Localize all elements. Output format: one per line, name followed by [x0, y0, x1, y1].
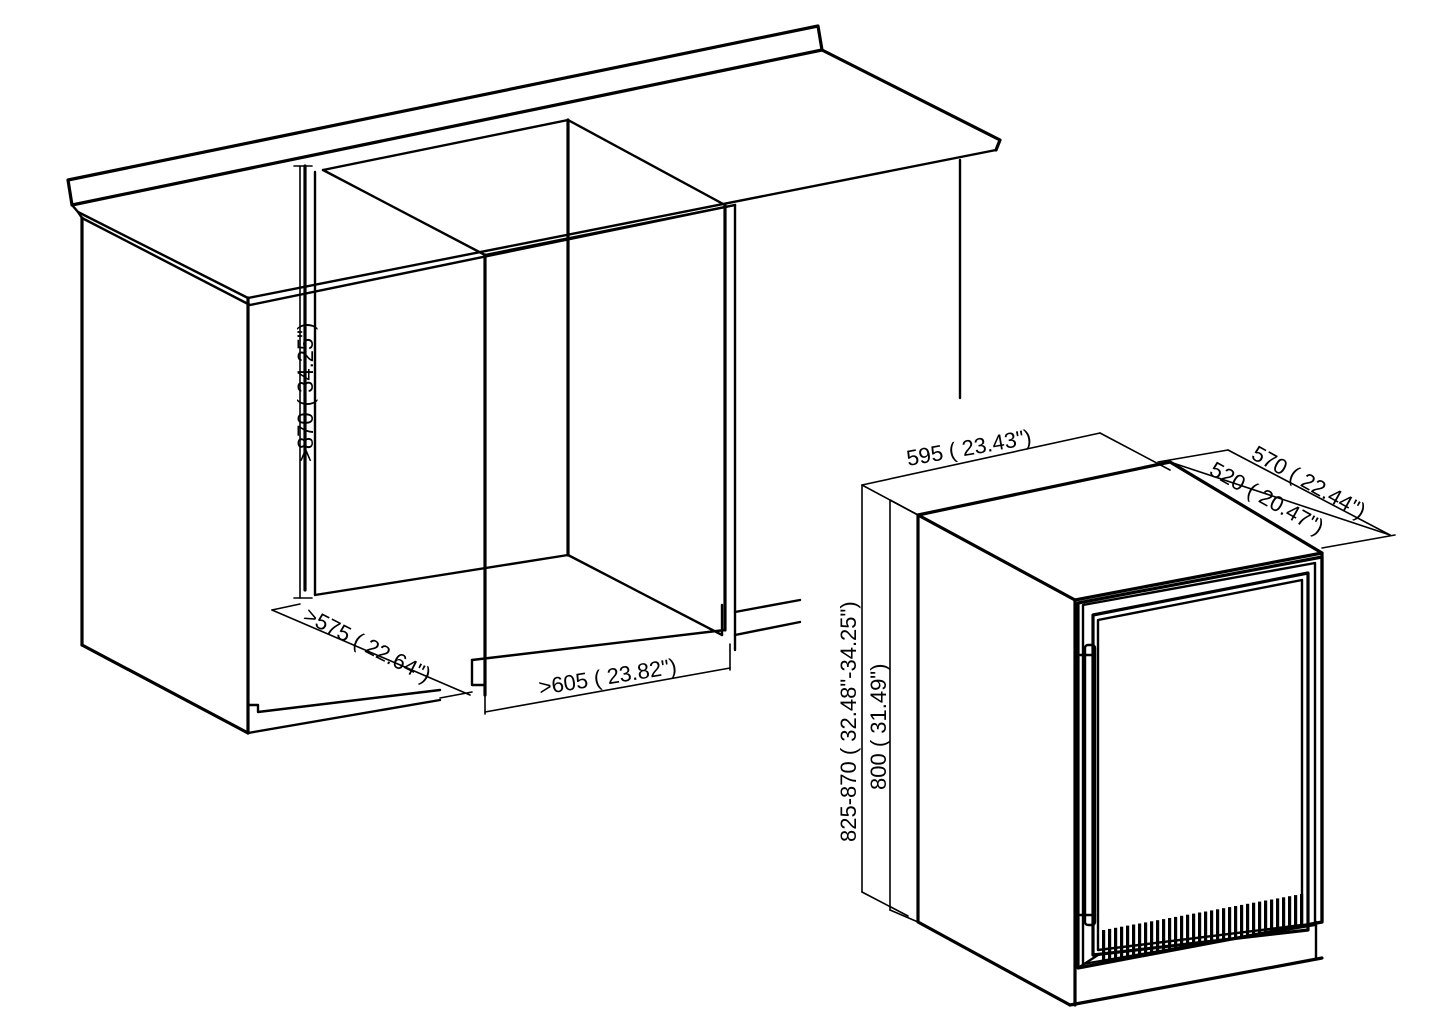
unit-height-body-dimension: 800 ( 31.49"): [866, 499, 919, 923]
cabinet-depth-dimension: >575 ( 22.64"): [271, 602, 473, 699]
vent-slot: [1258, 901, 1262, 934]
niche-opening: [303, 118, 802, 697]
vent-slot: [1198, 912, 1202, 945]
vent-slot: [1174, 916, 1178, 949]
unit-height-body-label: 800 ( 31.49"): [866, 664, 891, 790]
left-cabinet: [80, 216, 442, 735]
vent-grille: [1102, 894, 1304, 962]
vent-slot: [1120, 926, 1124, 959]
vent-slot: [1240, 904, 1244, 937]
vent-slot: [1186, 914, 1190, 947]
vent-slot: [1108, 928, 1112, 961]
vent-slot: [1300, 894, 1304, 926]
glass-door: [1076, 555, 1324, 970]
cabinet-height-label: >870 ( 34.25"): [293, 323, 318, 462]
vent-slot: [1204, 911, 1208, 944]
vent-slot: [1294, 895, 1298, 928]
vent-slot: [1252, 902, 1256, 935]
door-handle: [1078, 643, 1097, 927]
vent-slot: [1102, 930, 1106, 962]
vent-slot: [1288, 896, 1292, 929]
unit-height-adjustable-label: 825-870 ( 32.48"-34.25"): [836, 601, 861, 842]
unit-width-dimension: 595 ( 23.43"): [861, 424, 1171, 516]
vent-slot: [1192, 913, 1196, 946]
vent-slot: [1264, 900, 1268, 933]
vent-slot: [1162, 919, 1166, 952]
vent-slot: [1114, 927, 1118, 960]
vent-slot: [1156, 920, 1160, 953]
cabinet-height-dimension: >870 ( 34.25"): [293, 165, 318, 599]
vent-slot: [1246, 903, 1250, 936]
vent-slot: [1180, 915, 1184, 948]
vent-slot: [1282, 897, 1286, 930]
unit-depth-dimension: 570 ( 22.44") 520 ( 20.47"): [1157, 441, 1396, 549]
vent-slot: [1228, 907, 1232, 940]
vent-slot: [1210, 910, 1214, 943]
cabinet-width-label: >605 ( 23.82"): [537, 653, 678, 699]
unit-width-label: 595 ( 23.43"): [905, 424, 1034, 471]
appliance-drawing: 595 ( 23.43") 570 ( 22.44") 520 ( 20.47"…: [836, 424, 1396, 1007]
vent-slot: [1132, 924, 1136, 957]
cabinet-depth-label: >575 ( 22.64"): [300, 602, 435, 688]
vent-slot: [1276, 898, 1280, 931]
vent-slot: [1150, 921, 1154, 954]
countertop: [66, 24, 1002, 307]
vent-slot: [1234, 906, 1238, 938]
vent-slot: [1138, 923, 1142, 956]
vent-slot: [1270, 899, 1274, 932]
unit-height-adjustable-dimension: 825-870 ( 32.48"-34.25"): [836, 484, 909, 917]
vent-slot: [1126, 925, 1130, 958]
vent-slot: [1216, 909, 1220, 942]
vent-slot: [1168, 918, 1172, 950]
vent-slot: [1222, 908, 1226, 941]
vent-slot: [1144, 922, 1148, 955]
